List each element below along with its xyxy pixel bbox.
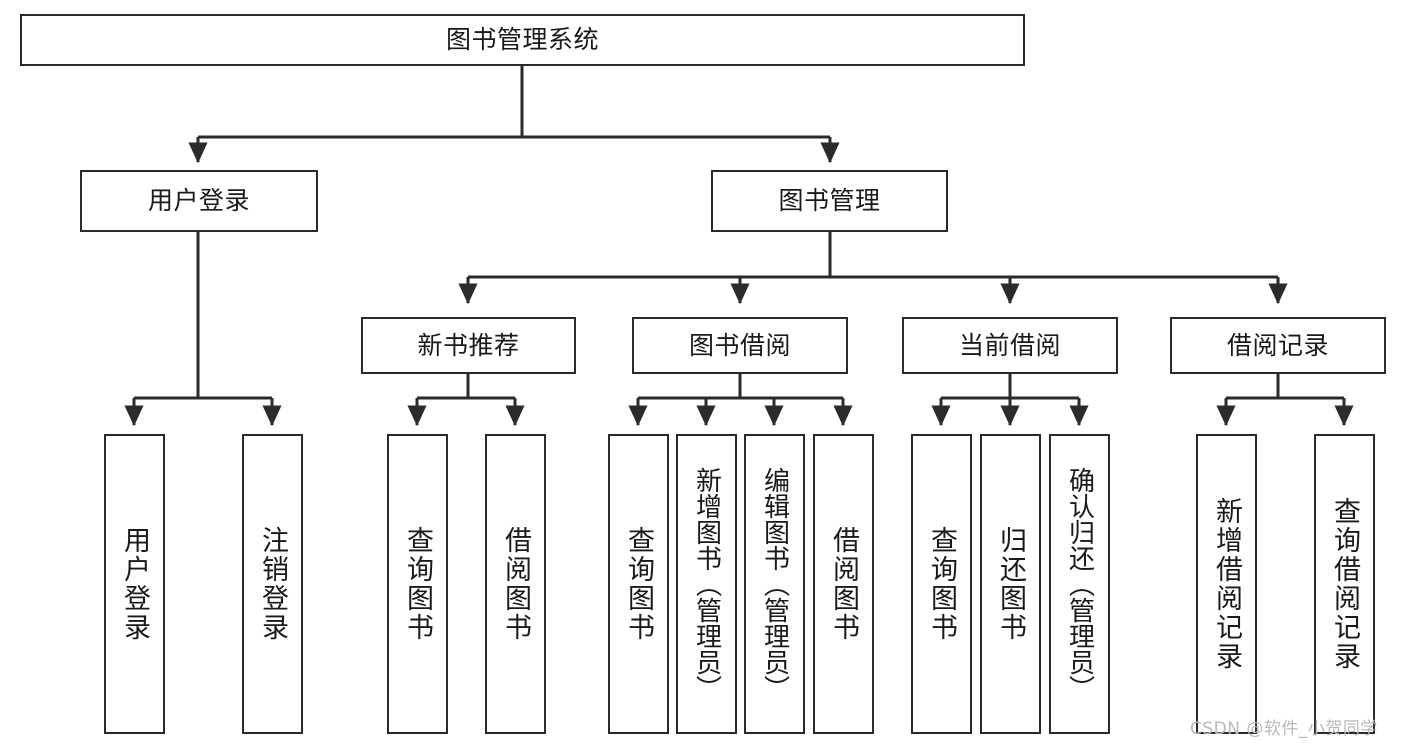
leaf-add-borrow-record[interactable]: 新增借阅记录 bbox=[1196, 434, 1257, 734]
node-label: 查询图书 bbox=[623, 526, 654, 642]
csdn-watermark: CSDN @软件_小贺同学 bbox=[1190, 719, 1378, 739]
leaf-query-book-borrow[interactable]: 查询图书 bbox=[608, 434, 669, 734]
node-label: 查询借阅记录 bbox=[1329, 497, 1360, 671]
leaf-query-borrow-record[interactable]: 查询借阅记录 bbox=[1314, 434, 1375, 734]
node-label: 图书管理 bbox=[778, 186, 881, 216]
node-label: 编辑图书（管理员） bbox=[759, 467, 790, 701]
node-label: 新增借阅记录 bbox=[1211, 497, 1242, 671]
leaf-borrow-book[interactable]: 借阅图书 bbox=[813, 434, 874, 734]
node-current-borrow[interactable]: 当前借阅 bbox=[902, 317, 1118, 374]
node-label: 查询图书 bbox=[402, 526, 433, 642]
node-label: 确认归还（管理员） bbox=[1064, 467, 1095, 701]
leaf-return-book[interactable]: 归还图书 bbox=[980, 434, 1041, 734]
leaf-user-logout[interactable]: 注销登录 bbox=[242, 434, 303, 734]
node-label: 注销登录 bbox=[257, 526, 288, 642]
node-label: 图书管理系统 bbox=[445, 25, 599, 55]
node-borrow-records[interactable]: 借阅记录 bbox=[1170, 317, 1386, 374]
leaf-add-book-admin[interactable]: 新增图书（管理员） bbox=[676, 434, 737, 734]
node-label: 用户登录 bbox=[147, 186, 250, 216]
node-label: 借阅图书 bbox=[500, 526, 531, 642]
leaf-borrow-book-recommend[interactable]: 借阅图书 bbox=[485, 434, 546, 734]
node-label: 归还图书 bbox=[995, 526, 1026, 642]
node-book-management[interactable]: 图书管理 bbox=[711, 170, 948, 232]
leaf-query-book-recommend[interactable]: 查询图书 bbox=[387, 434, 448, 734]
node-label: 用户登录 bbox=[119, 526, 150, 642]
leaf-edit-book-admin[interactable]: 编辑图书（管理员） bbox=[744, 434, 805, 734]
node-label: 图书借阅 bbox=[688, 330, 791, 360]
node-label: 当前借阅 bbox=[958, 330, 1061, 360]
node-label: 查询图书 bbox=[926, 526, 957, 642]
node-book-borrow[interactable]: 图书借阅 bbox=[632, 317, 848, 374]
node-label: 新书推荐 bbox=[417, 330, 520, 360]
leaf-query-book-current[interactable]: 查询图书 bbox=[911, 434, 972, 734]
node-label: 借阅图书 bbox=[828, 526, 859, 642]
leaf-user-login[interactable]: 用户登录 bbox=[104, 434, 165, 734]
node-user-login[interactable]: 用户登录 bbox=[80, 170, 318, 232]
node-new-book-recommend[interactable]: 新书推荐 bbox=[361, 317, 576, 374]
node-root-library-system[interactable]: 图书管理系统 bbox=[20, 14, 1025, 66]
node-label: 新增图书（管理员） bbox=[691, 467, 722, 701]
leaf-confirm-return-admin[interactable]: 确认归还（管理员） bbox=[1049, 434, 1110, 734]
node-label: 借阅记录 bbox=[1226, 330, 1329, 360]
